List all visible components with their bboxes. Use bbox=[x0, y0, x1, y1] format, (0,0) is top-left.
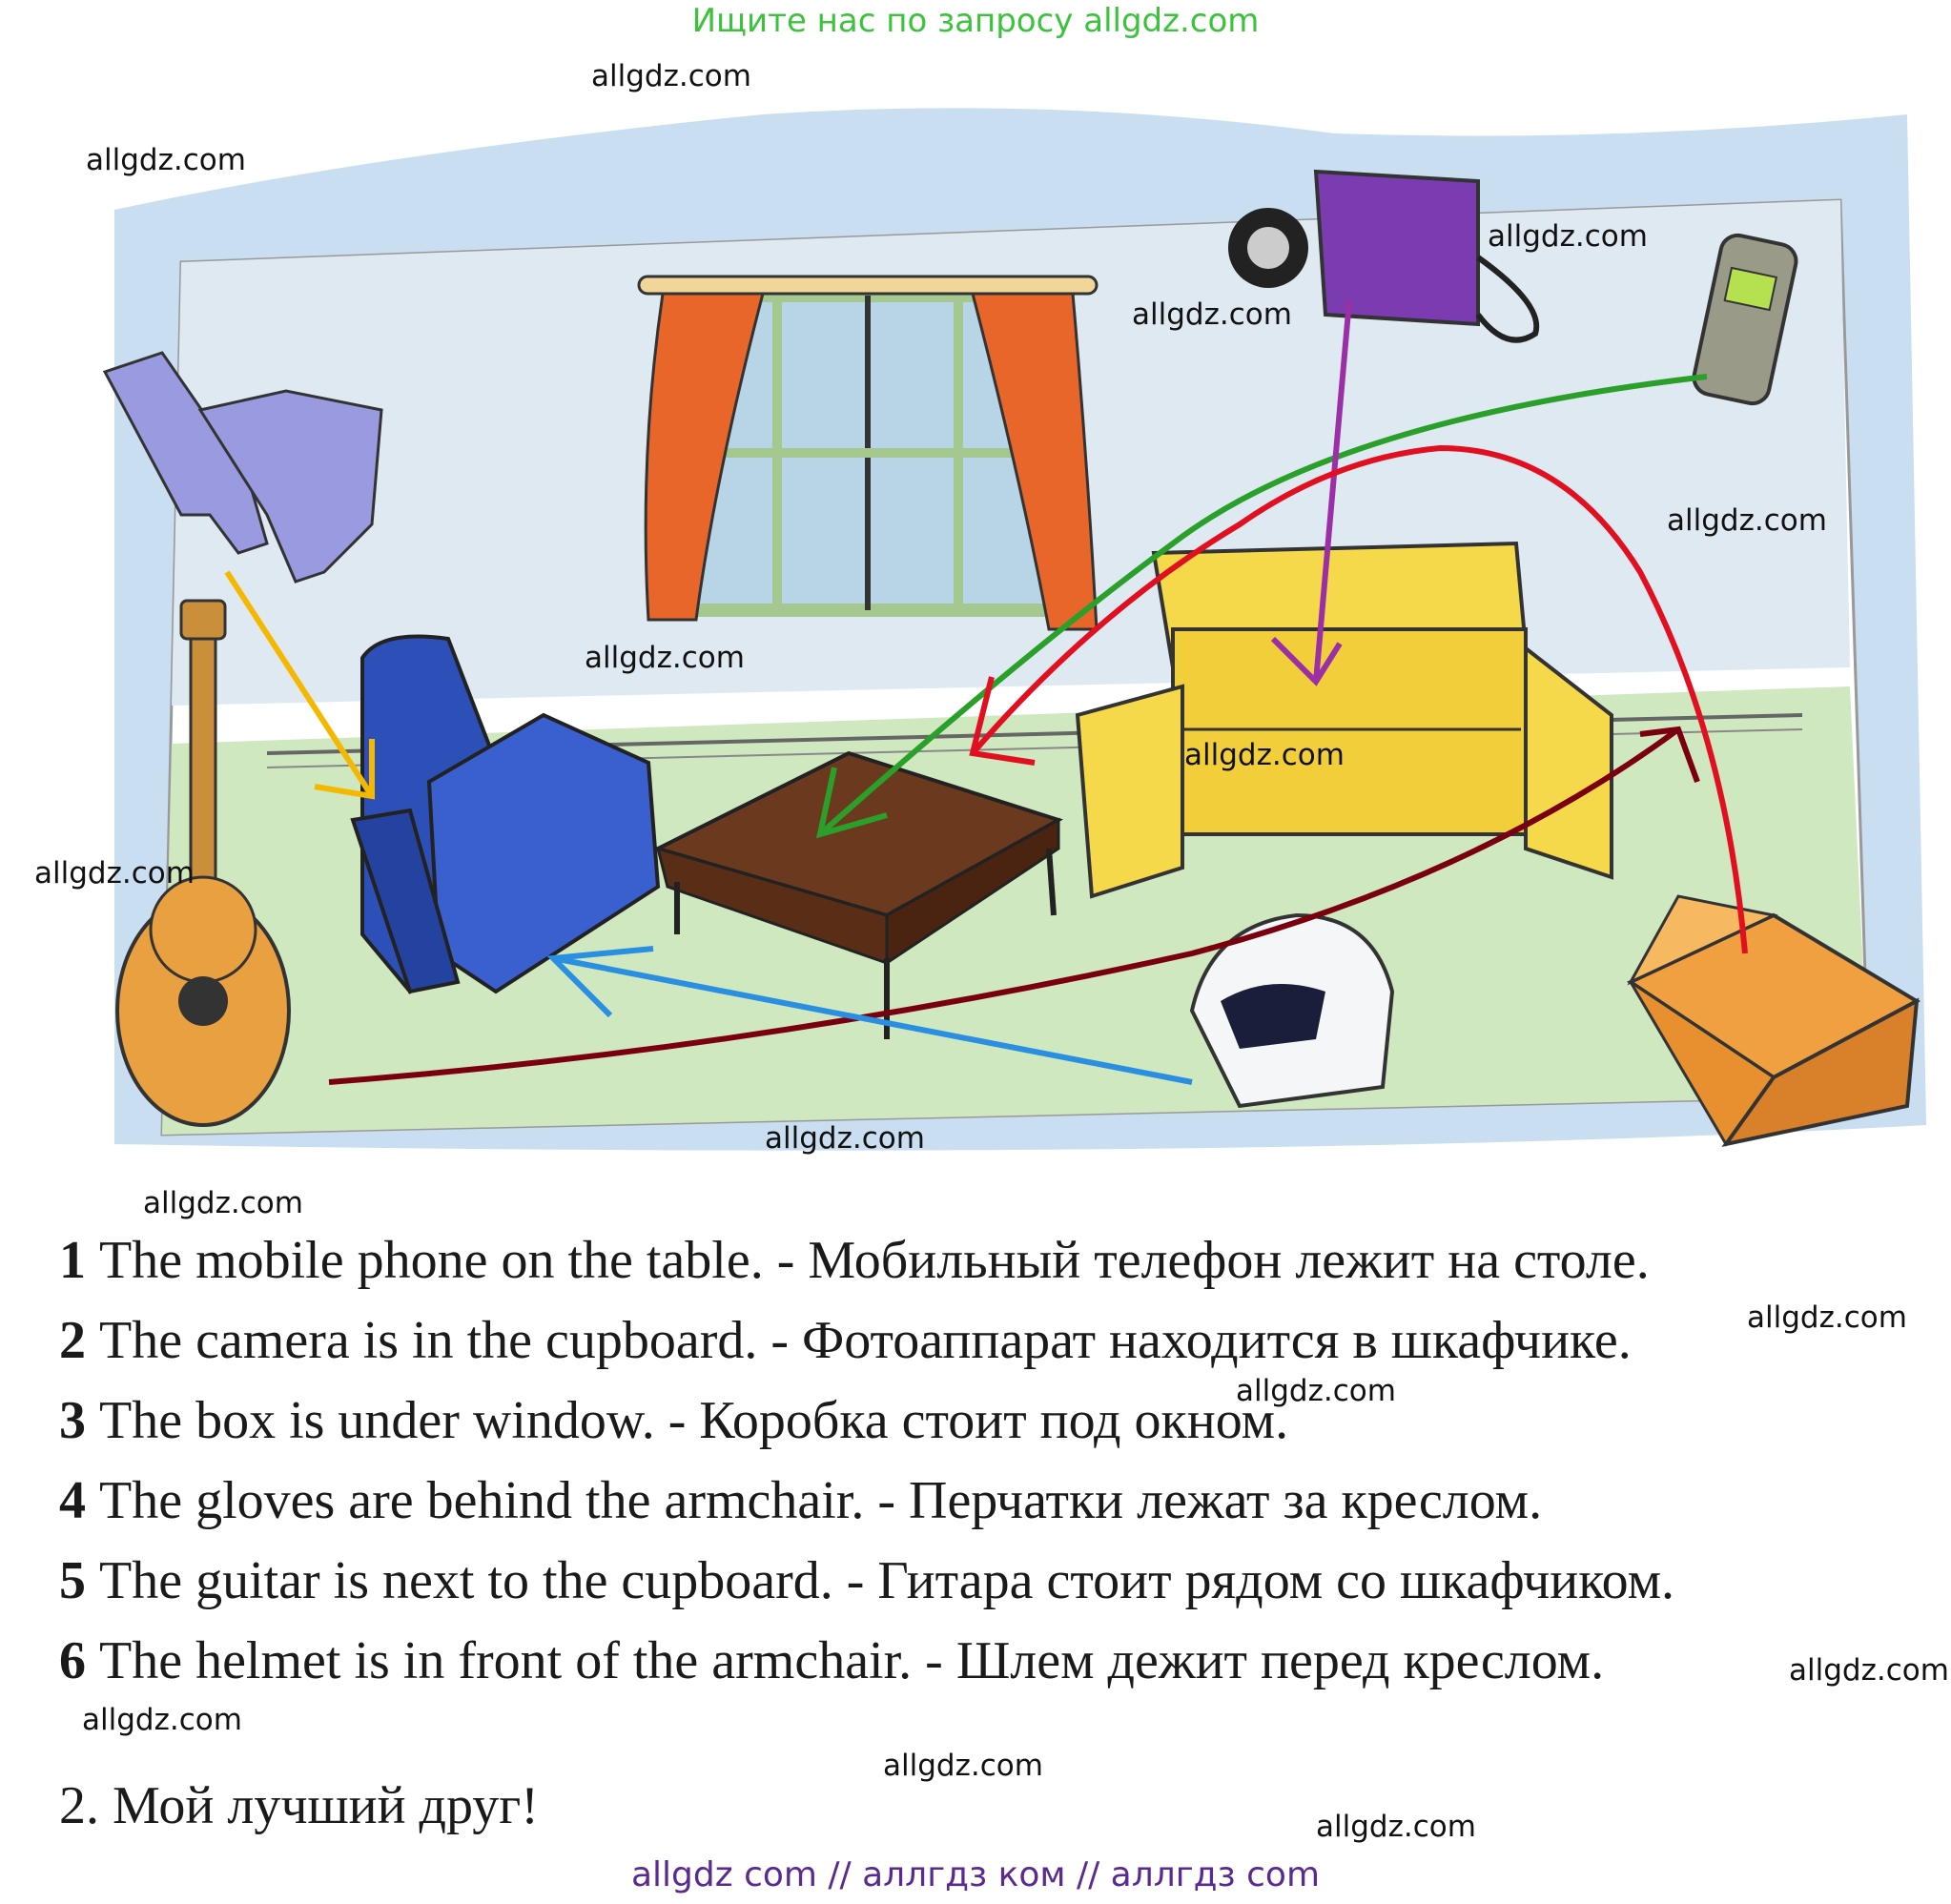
mobile-phone-icon bbox=[1692, 233, 1798, 406]
helmet-icon bbox=[1189, 912, 1395, 1109]
guitar-icon bbox=[115, 599, 291, 1127]
box-icon bbox=[1626, 894, 1921, 1148]
camera-to-cupboard-arrow bbox=[1270, 299, 1352, 686]
helmet-to-armchair-arrow bbox=[546, 946, 1193, 1085]
arrow-line bbox=[224, 570, 375, 798]
watermark: allgdz.com bbox=[1667, 503, 1827, 538]
phone-to-table-arrow bbox=[816, 374, 1708, 839]
watermark: allgdz.com bbox=[1184, 738, 1345, 772]
watermark: allgdz.com bbox=[765, 1121, 925, 1156]
sentence-text: The camera is in the cupboard. - Фотоапп… bbox=[99, 1311, 1632, 1370]
footer-links: allgdz com // аллгдз ком // аллгдз com bbox=[630, 1855, 1321, 1894]
sentence-text: The guitar is next to the cupboard. - Ги… bbox=[99, 1551, 1674, 1610]
sentence-text: The box is under window. - Коробка стоит… bbox=[99, 1391, 1289, 1450]
gloves-icon bbox=[102, 351, 383, 583]
section-2-title: 2. Мой лучший друг! bbox=[59, 1776, 539, 1835]
sentence-number: 5 bbox=[59, 1551, 86, 1610]
gloves-to-armchair-arrow bbox=[224, 570, 375, 800]
room-illustration bbox=[102, 108, 1926, 1151]
watermark: allgdz.com bbox=[143, 1186, 303, 1220]
table-icon bbox=[652, 750, 1064, 1039]
sentence-number: 6 bbox=[59, 1631, 86, 1690]
sentence-number: 3 bbox=[59, 1391, 86, 1450]
watermark: allgdz.com bbox=[585, 641, 745, 675]
sentence-text: The helmet is in front of the armchair. … bbox=[99, 1631, 1605, 1690]
search-hint-banner: Ищите нас по запросу allgdz.com bbox=[691, 2, 1260, 40]
watermark: allgdz.com bbox=[1132, 297, 1292, 332]
sentence-text: The mobile phone on the table. - Мобильн… bbox=[99, 1231, 1650, 1290]
sentence-number: 4 bbox=[59, 1471, 86, 1530]
sentence-number: 1 bbox=[59, 1231, 86, 1290]
watermark: allgdz.com bbox=[883, 1749, 1043, 1783]
sentence-number: 2 bbox=[59, 1311, 86, 1370]
watermark: allgdz.com bbox=[1747, 1300, 1907, 1335]
cupboard-icon bbox=[1075, 541, 1613, 899]
watermark: allgdz.com bbox=[1236, 1374, 1396, 1408]
guitar-to-cupboard-arrow bbox=[328, 726, 1700, 1085]
watermark: allgdz.com bbox=[86, 143, 246, 177]
watermark: allgdz.com bbox=[1789, 1653, 1949, 1688]
armchair-icon bbox=[350, 634, 661, 994]
watermark: allgdz.com bbox=[34, 856, 195, 891]
window-icon bbox=[637, 275, 1099, 631]
watermark: allgdz.com bbox=[1316, 1810, 1476, 1844]
watermark: allgdz.com bbox=[591, 59, 751, 93]
sentence-text: The gloves are behind the armchair. - Пе… bbox=[99, 1471, 1543, 1530]
camera-icon bbox=[1228, 169, 1540, 343]
box-to-window-arrow bbox=[969, 444, 1748, 954]
watermark: allgdz.com bbox=[82, 1703, 242, 1737]
watermark: allgdz.com bbox=[1488, 219, 1648, 254]
